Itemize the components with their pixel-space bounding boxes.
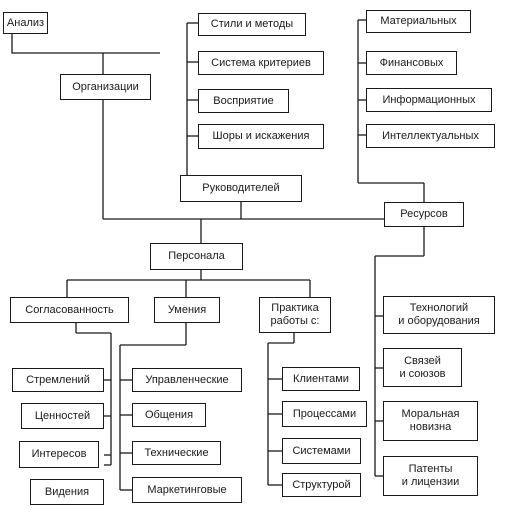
node-informatsionnykh: Информационных (366, 88, 492, 112)
node-praktika-raboty-s: Практика работы с: (259, 297, 331, 333)
node-svyazey-i-soyuzov: Связей и союзов (383, 348, 462, 387)
node-shory-i-iskazheniya: Шоры и искажения (198, 124, 324, 149)
node-strukturoy: Структурой (282, 473, 361, 497)
node-videniya: Видения (30, 479, 104, 505)
node-marketingovye: Маркетинговые (132, 477, 242, 503)
node-sistemami: Системами (282, 438, 361, 464)
node-klientami: Клиентами (282, 367, 360, 391)
node-patenty-i-litsenzii: Патенты и лицензии (383, 456, 478, 496)
node-tekhnicheskie: Технические (132, 441, 221, 465)
node-tsennostey: Ценностей (21, 403, 104, 429)
node-stremleniy: Стремлений (12, 368, 104, 392)
node-personala: Персонала (150, 243, 243, 270)
node-stili-i-metody: Стили и методы (198, 13, 306, 36)
node-moralnaya-novizna: Моральная новизна (383, 401, 478, 441)
node-sistema-kriteriev: Система критериев (198, 51, 324, 75)
node-interesov: Интересов (19, 441, 99, 468)
node-tekhnologiy-i-oborudovaniya: Технологий и оборудования (383, 296, 495, 334)
node-finansovykh: Финансовых (366, 51, 457, 75)
node-obshcheniya: Общения (132, 403, 206, 427)
node-protsessami: Процессами (282, 401, 367, 427)
node-vospriyatie: Восприятие (198, 89, 289, 113)
node-analiz: Анализ (3, 12, 48, 34)
node-materialnykh: Материальных (366, 10, 471, 33)
node-resursov: Ресурсов (384, 202, 464, 227)
node-soglasovannost: Согласованность (10, 297, 129, 323)
node-rukovoditeley: Руководителей (180, 175, 302, 202)
node-umeniya: Умения (154, 297, 220, 323)
node-intellektualnykh: Интеллектуальных (366, 124, 495, 148)
node-organizatsii: Организации (60, 74, 151, 100)
node-upravlencheskie: Управленческие (132, 368, 242, 392)
